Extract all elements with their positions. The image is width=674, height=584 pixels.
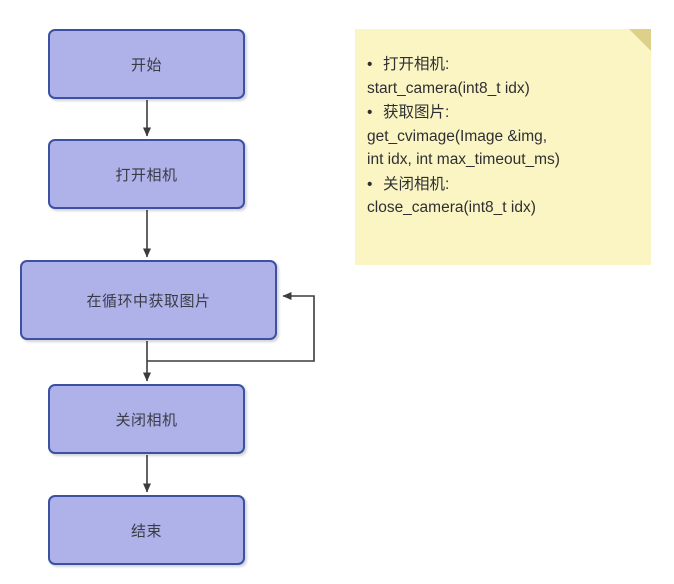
node-capture-loop[interactable]: 在循环中获取图片 — [20, 260, 277, 340]
node-close-camera[interactable]: 关闭相机 — [48, 384, 245, 454]
api-note-item-label-text: 打开相机: — [383, 56, 450, 73]
node-end-label: 结束 — [130, 522, 162, 540]
node-start-label: 开始 — [130, 56, 162, 74]
api-note-item-label-text: 关闭相机: — [383, 175, 450, 193]
node-open-camera[interactable]: 打开相机 — [48, 139, 245, 209]
bullet-icon: • — [367, 104, 373, 122]
api-note-item-code: start_camera(int8_t idx) — [367, 79, 530, 97]
api-note-item-label-text: 获取图片: — [383, 104, 450, 122]
node-end[interactable]: 结束 — [48, 495, 245, 565]
bullet-icon: • — [367, 56, 373, 73]
note-fold-corner — [629, 29, 651, 51]
api-note-item-code: get_cvimage(Image &img, int idx, int max… — [367, 127, 560, 169]
api-note-item-label: • 获取图片: — [367, 101, 633, 125]
api-note-item: • 关闭相机: close_camera(int8_t idx) — [367, 173, 633, 220]
bullet-icon: • — [367, 175, 373, 193]
node-start[interactable]: 开始 — [48, 29, 245, 99]
api-note-item: • 打开相机: start_camera(int8_t idx) — [367, 53, 633, 100]
node-close-camera-label: 关闭相机 — [115, 411, 178, 429]
api-note-list: • 打开相机: start_camera(int8_t idx) • 获取图片: g… — [367, 53, 633, 220]
api-note-panel: • 打开相机: start_camera(int8_t idx) • 获取图片: g… — [355, 29, 651, 265]
api-note-item-label: • 打开相机: — [367, 53, 633, 77]
node-capture-loop-label: 在循环中获取图片 — [86, 292, 211, 310]
api-note-item-label: • 关闭相机: — [367, 173, 633, 197]
node-open-camera-label: 打开相机 — [115, 166, 178, 184]
api-note-item-code: close_camera(int8_t idx) — [367, 199, 536, 217]
api-note-item: • 获取图片: get_cvimage(Image &img, int idx, … — [367, 101, 633, 172]
